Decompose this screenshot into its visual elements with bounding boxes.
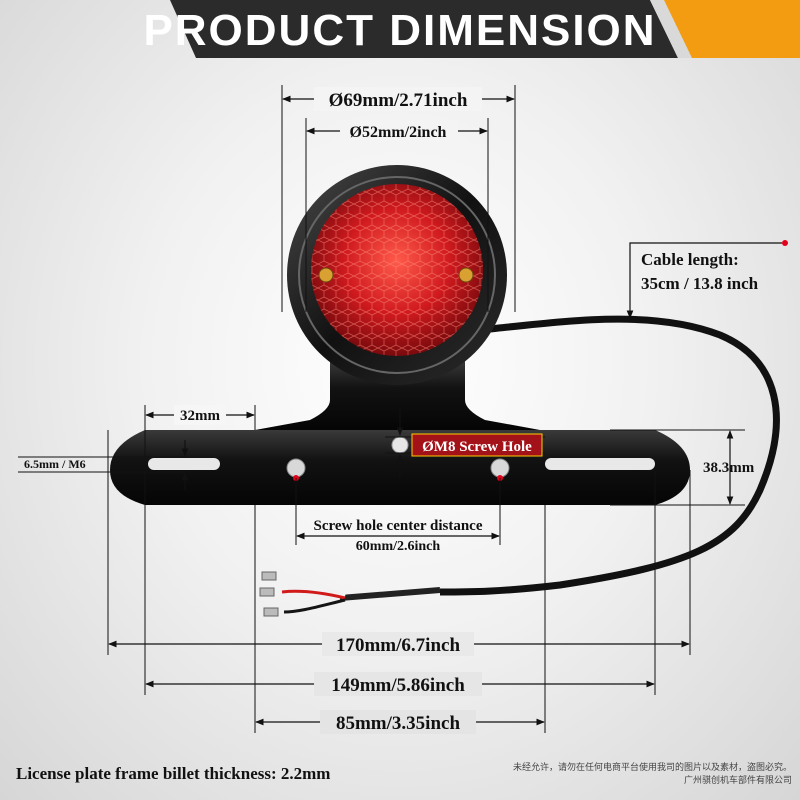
copyright-line-2: 广州骐创机车部件有限公司: [683, 776, 792, 786]
cable-marker-dot: [782, 240, 788, 246]
banner-dark-band: [170, 0, 678, 58]
lens-diameter-label-bg: [340, 120, 458, 142]
cable: [439, 315, 780, 596]
lens-screw-left: [318, 267, 334, 283]
screw-center-value: 60mm/2.6inch: [356, 539, 441, 554]
screw-hole-label: ØM8 Screw Hole: [422, 439, 532, 455]
copyright-notice: 未经允许，请勿在任何电商平台使用我司的图片以及素材，盗图必究。 广州骐创机车部件…: [513, 762, 792, 788]
slot-length-label-bg: [174, 405, 226, 425]
m8-screw-hole: [391, 436, 409, 454]
total-length-label: 170mm/6.7inch: [336, 635, 460, 656]
screw-hole-label-bg: [411, 433, 543, 457]
right-screw-hole: [490, 458, 510, 478]
wire-black: [283, 598, 346, 614]
wire-terminal-3: [263, 607, 279, 617]
slot-outer-label-bg: [314, 672, 482, 696]
slot-outer-label: 149mm/5.86inch: [331, 675, 465, 696]
thickness-note: License plate frame billet thickness: 2.…: [16, 764, 330, 783]
wire-red: [281, 589, 346, 600]
bracket-stem: [255, 360, 540, 430]
page-title: PRODUCT DIMENSION: [143, 6, 657, 55]
bracket-height-label: 38.3mm: [703, 460, 755, 476]
lens-honeycomb: [311, 184, 483, 356]
right-mounting-slot: [545, 458, 655, 470]
mount-width-label-bg: [320, 710, 476, 734]
wire-terminal-2: [259, 587, 275, 597]
banner-accent-stripe: [660, 0, 800, 58]
banner-gap: [650, 0, 692, 58]
left-screw-hole: [286, 458, 306, 478]
lens-diameter-label: Ø52mm/2inch: [350, 124, 447, 141]
cable-length-value: 35cm / 13.8 inch: [641, 274, 759, 293]
left-mounting-slot: [148, 458, 220, 470]
wire-white: [284, 574, 346, 598]
cable-length-title: Cable length:: [641, 250, 739, 269]
header-banner: PRODUCT DIMENSION: [0, 0, 800, 62]
cable-length-leader: [626, 242, 782, 319]
lens-screw-right: [458, 267, 474, 283]
wire-terminal-1: [261, 571, 277, 581]
copyright-line-1: 未经允许，请勿在任何电商平台使用我司的图片以及素材，盗图必究。: [512, 763, 792, 773]
outer-diameter-label-bg: [314, 87, 482, 111]
outer-diameter-label: Ø69mm/2.71inch: [329, 90, 468, 111]
banner-shapes: [170, 0, 800, 58]
cable-end: [339, 587, 441, 601]
slot-length-label: 32mm: [180, 408, 220, 424]
housing-rim: [298, 176, 496, 374]
total-length-label-bg: [322, 632, 474, 656]
mount-width-label: 85mm/3.35inch: [336, 713, 460, 734]
slot-width-label: 6.5mm / M6: [24, 457, 86, 471]
screw-center-title: Screw hole center distance: [314, 518, 483, 534]
